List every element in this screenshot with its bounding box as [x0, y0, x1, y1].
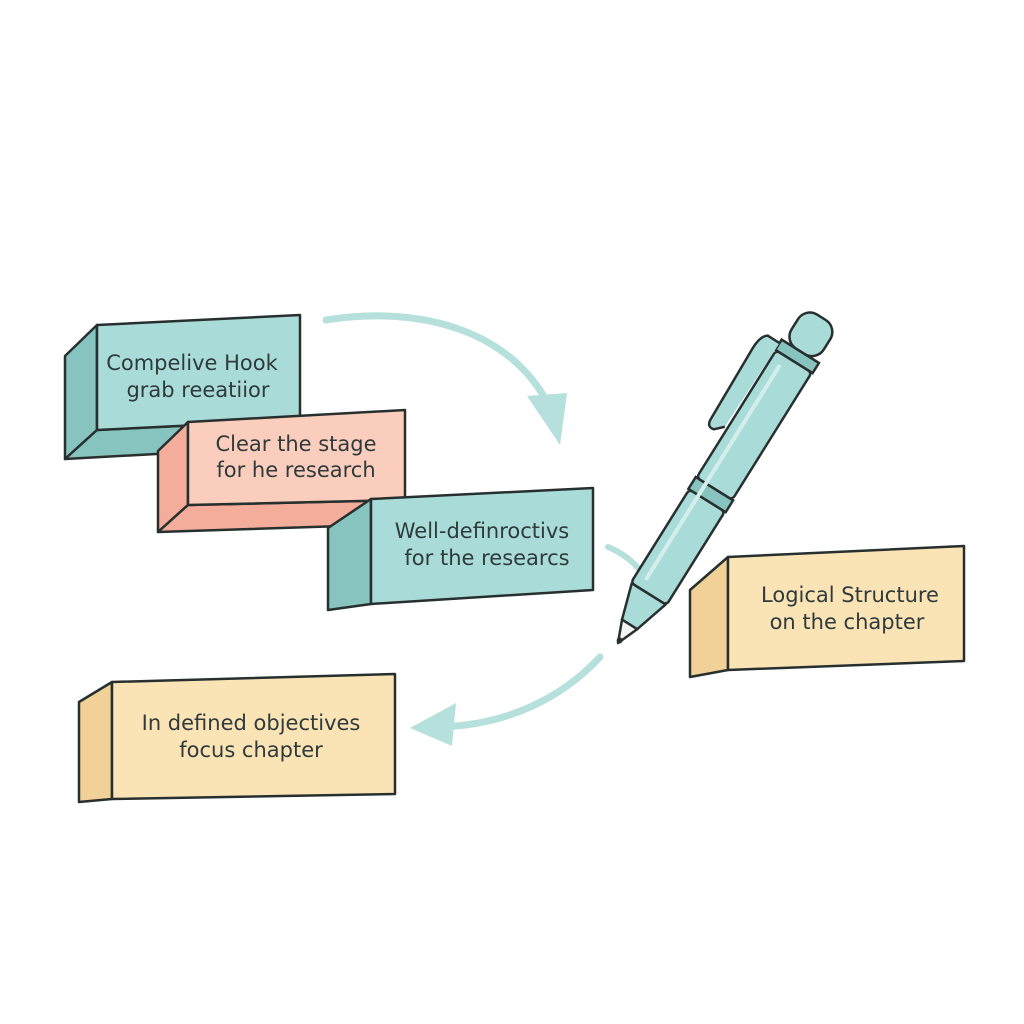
card-line: grab reeatiior: [126, 378, 269, 402]
card-line: Compelive Hook: [106, 351, 278, 375]
card-line: on the chapter: [770, 610, 925, 634]
pen-icon: [616, 311, 834, 645]
curved-arrow-top-icon: [322, 312, 567, 445]
card-line: Clear the stage: [215, 432, 376, 456]
curved-arrow-bottom-icon: [410, 653, 604, 746]
card-well-defined: Well-definroctivs for the researcs: [326, 486, 595, 612]
card-clear-the-stage: Clear the stage for he research: [156, 408, 407, 534]
card-line: Well-definroctivs: [395, 519, 570, 543]
card-logical-structure: Logical Structure on the chapter: [688, 544, 966, 679]
connector-dash-icon: [605, 544, 641, 571]
card-defined-objectives: In defined objectives focus chapter: [77, 672, 397, 804]
card-line: for he research: [216, 458, 375, 482]
card-line: In defined objectives: [142, 711, 361, 735]
card-line: focus chapter: [179, 738, 323, 762]
card-line: Logical Structure: [761, 583, 939, 607]
card-line: for the researcs: [404, 546, 569, 570]
